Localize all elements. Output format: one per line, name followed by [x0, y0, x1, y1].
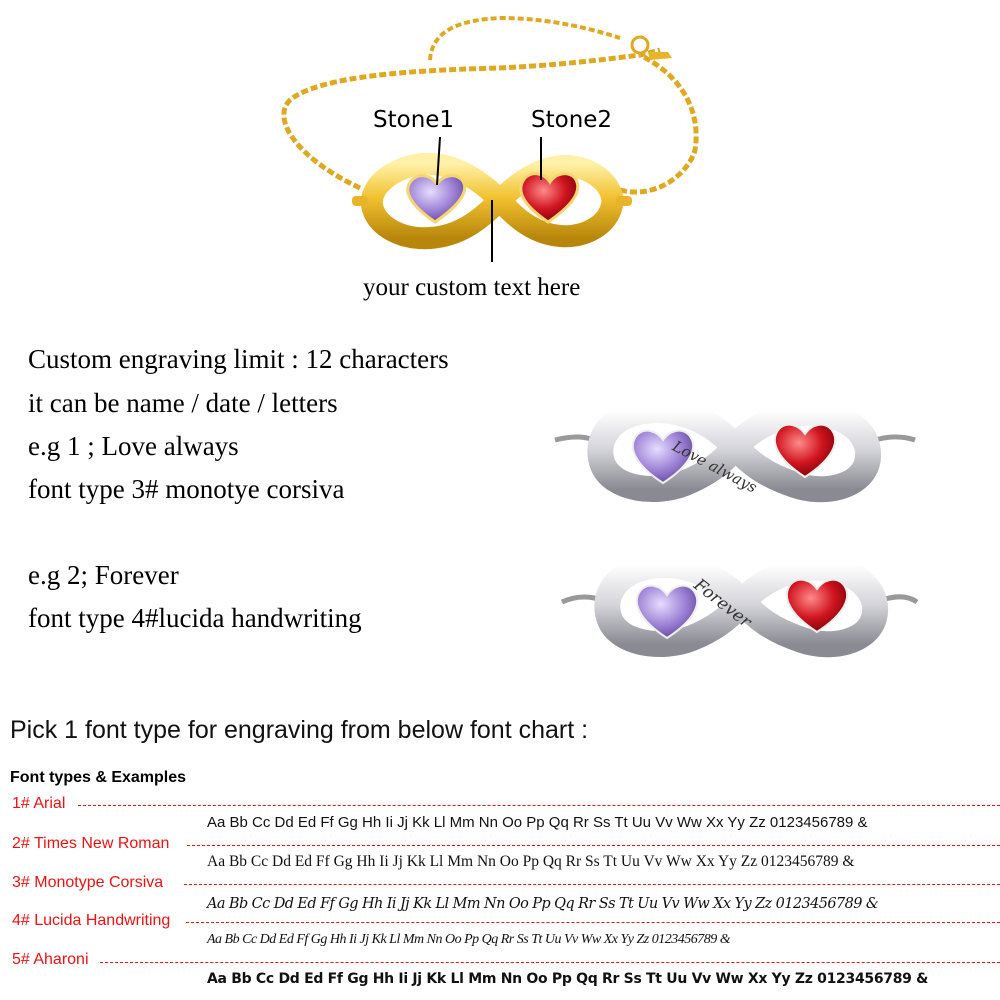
font-row-2-divider — [187, 845, 1000, 846]
stone2-callout: Stone2 — [531, 107, 613, 133]
silver-example1-image: Love always — [554, 385, 916, 510]
font-row-1-label: 1# Arial — [12, 795, 66, 812]
example2-font-text: font type 4#lucida handwriting — [28, 603, 362, 633]
font-row-3-sample: Aa Bb Cc Dd Ed Ff Gg Hh Ii Jj Kk Ll Mm N… — [207, 896, 879, 912]
font-row-4-sample: Aa Bb Cc Dd Ed Ff Gg Hh Ii Jj Kk Ll Mm N… — [207, 932, 731, 947]
silver-example2-image: Forever — [560, 540, 922, 665]
gold-bracelet-image — [0, 0, 1000, 320]
font-row-1-divider — [78, 805, 1000, 806]
font-row-2-sample: Aa Bb Cc Dd Ed Ff Gg Hh Ii Jj Kk Ll Mm N… — [207, 853, 855, 870]
font-row-4-divider — [186, 922, 1000, 923]
font-chart: 1# Arial Aa Bb Cc Dd Ed Ff Gg Hh Ii Jj K… — [0, 790, 1000, 1000]
font-row-5-label: 5# Aharoni — [12, 951, 89, 968]
stone2-gem — [519, 172, 580, 224]
stone1-callout: Stone1 — [373, 107, 455, 133]
font-row-5-sample: Aa Bb Cc Dd Ed Ff Gg Hh Ii Jj Kk Ll Mm N… — [207, 971, 929, 987]
engraving-limit-text: Custom engraving limit : 12 characters — [28, 344, 449, 374]
font-row-3-divider — [184, 884, 1000, 885]
example2-text: e.g 2; Forever — [28, 560, 179, 590]
font-chart-header: Font types & Examples — [10, 769, 187, 786]
engraving-usage-text: it can be name / date / letters — [28, 388, 338, 418]
font-row-4-label: 4# Lucida Handwriting — [12, 912, 171, 929]
font-row-3-label: 3# Monotype Corsiva — [12, 874, 164, 891]
font-row-1-sample: Aa Bb Cc Dd Ed Ff Gg Hh Ii Jj Kk Ll Mm N… — [207, 814, 868, 831]
font-row-2-label: 2# Times New Roman — [12, 835, 170, 852]
custom-text-callout: your custom text here — [363, 274, 581, 301]
example1-font-text: font type 3# monotye corsiva — [28, 474, 345, 504]
font-row-5-divider — [100, 962, 1000, 963]
font-chart-title: Pick 1 font type for engraving from belo… — [10, 716, 589, 744]
example1-text: e.g 1 ; Love always — [28, 431, 239, 461]
